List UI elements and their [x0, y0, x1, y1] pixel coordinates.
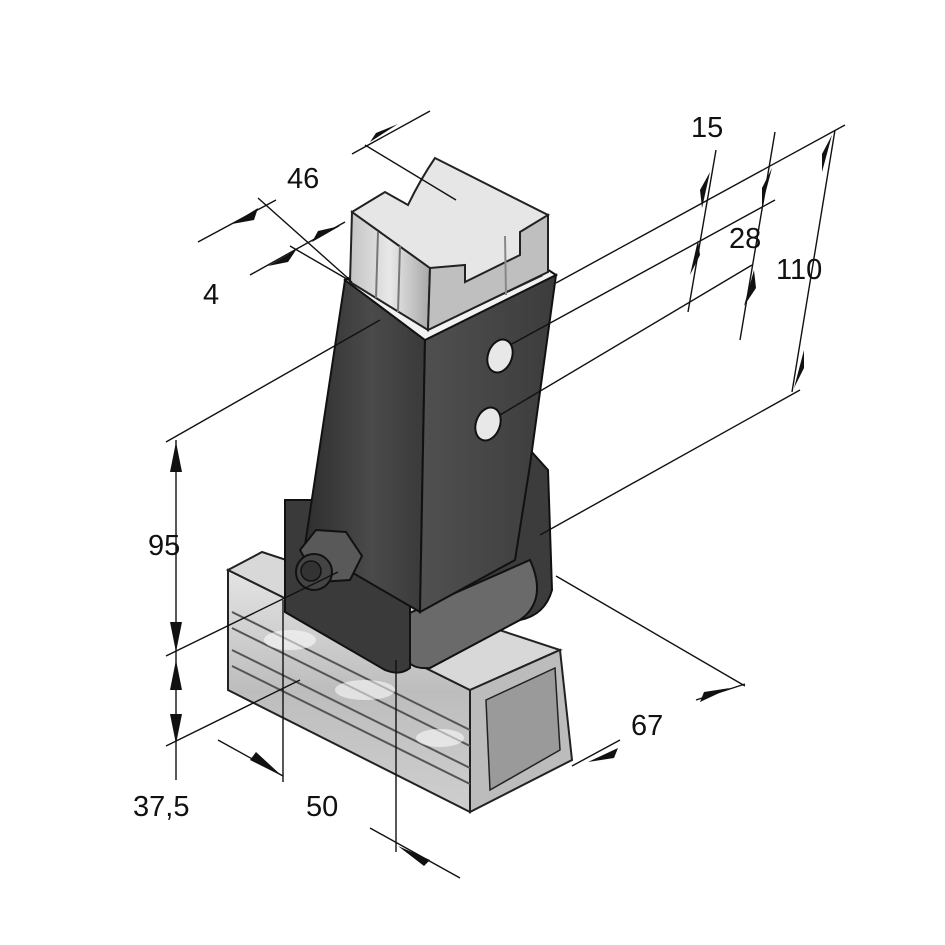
arrow-15-a	[700, 172, 710, 208]
arrow-4-a	[268, 250, 296, 266]
arrow-50-b	[398, 846, 430, 866]
dim-label-95: 95	[148, 530, 180, 562]
arrow-67-a	[700, 688, 730, 702]
arrow-110-a	[822, 135, 832, 172]
channel-highlight-3	[416, 729, 464, 747]
arrow-95-b	[170, 622, 182, 652]
dimension-labels: 46 4 15 28 110 95 37,5 50 67	[133, 112, 822, 823]
arrow-28-b	[744, 270, 756, 306]
channel-highlight-1	[264, 630, 316, 650]
dim-label-15: 15	[691, 112, 723, 144]
dim-label-28: 28	[729, 223, 761, 255]
dim-label-50: 50	[306, 791, 338, 823]
arrow-46-a	[370, 124, 398, 142]
dim-label-46: 46	[287, 163, 319, 195]
inner-channel	[348, 156, 551, 332]
tube-hole-upper	[486, 338, 514, 374]
arrow-50-a	[250, 752, 282, 776]
arrow-375-a	[170, 660, 182, 690]
insert-rib-1	[375, 231, 379, 299]
channel-groove-4	[231, 665, 471, 785]
dim-label-110: 110	[776, 254, 822, 286]
channel-groove-1	[231, 611, 471, 731]
arrow-4-b	[312, 226, 340, 242]
bolt-nut	[295, 528, 364, 591]
insert-rib-2	[397, 245, 401, 313]
arrow-110-b	[794, 350, 804, 388]
arrow-28-a	[762, 168, 772, 206]
channel-end-opening	[485, 666, 561, 792]
channel-groove-3	[231, 649, 471, 769]
arrow-46-b	[232, 208, 258, 224]
dim-label-37-5: 37,5	[133, 791, 189, 823]
bolt-tip	[300, 560, 322, 582]
dim-label-4: 4	[203, 279, 219, 311]
arrow-15-b	[690, 240, 700, 275]
dim-label-67: 67	[631, 710, 663, 742]
arrow-375-b	[170, 714, 182, 744]
tube-hole-lower	[474, 406, 502, 442]
arrow-95-a	[170, 442, 182, 472]
insert-rib-3	[504, 235, 507, 296]
dimension-lines	[165, 110, 846, 879]
arrow-67-b	[588, 748, 618, 762]
channel-highlight-2	[335, 680, 395, 700]
insert-top-lip	[350, 156, 551, 284]
